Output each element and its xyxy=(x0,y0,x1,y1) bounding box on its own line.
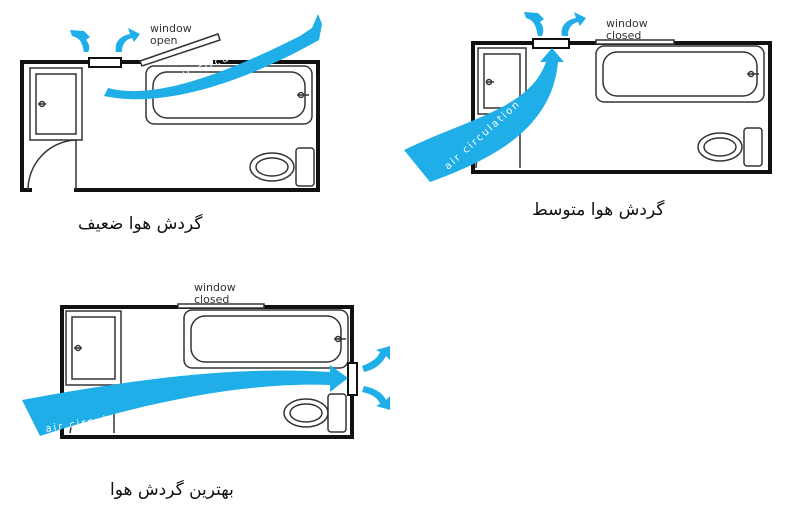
toilet-icon xyxy=(249,147,315,187)
door-swing-icon xyxy=(27,139,77,191)
airflow-arrow-icon xyxy=(524,12,544,36)
airflow-arrow-icon xyxy=(22,365,348,436)
airflow-arrow-icon xyxy=(104,14,322,100)
caption-medium-circulation: گردش هوا متوسط xyxy=(532,200,665,220)
airflow-arrow-icon xyxy=(362,386,390,410)
window-label: window xyxy=(194,281,236,294)
room-walls xyxy=(20,60,320,192)
airflow-arrow-icon xyxy=(362,346,390,372)
airflow-arrow-icon xyxy=(70,30,90,52)
exhaust-fan-icon xyxy=(347,362,358,396)
bathtub-icon xyxy=(595,45,765,103)
panel-medium: window closed air circulation xyxy=(404,12,772,182)
caption-weak-circulation: گردش هوا ضعیف xyxy=(78,214,203,234)
window-open xyxy=(139,33,221,67)
airflow-arrow-icon xyxy=(115,28,140,52)
toilet-icon xyxy=(697,127,763,167)
exhaust-fan-icon xyxy=(532,38,570,49)
window-closed xyxy=(177,303,265,309)
airflow-arrow-icon xyxy=(561,12,586,36)
window-label: window xyxy=(150,22,192,35)
room-walls xyxy=(60,305,354,439)
bathtub-icon xyxy=(183,309,349,369)
panel-weak: window open air circulation xyxy=(20,14,322,192)
window-label: window xyxy=(606,17,648,30)
shower-icon xyxy=(65,310,122,386)
window-state-label: open xyxy=(150,34,177,47)
exhaust-fan-icon xyxy=(88,57,122,68)
shower-icon xyxy=(29,67,83,141)
window-state-label: closed xyxy=(606,29,641,42)
airflow-arrow-icon xyxy=(404,48,564,182)
panel-best: window closed air circulation xyxy=(22,281,390,439)
window-state-label: closed xyxy=(194,293,229,306)
window-closed xyxy=(595,39,675,45)
toilet-icon xyxy=(283,393,347,433)
caption-best-circulation: بهترین گردش هوا xyxy=(110,480,234,500)
